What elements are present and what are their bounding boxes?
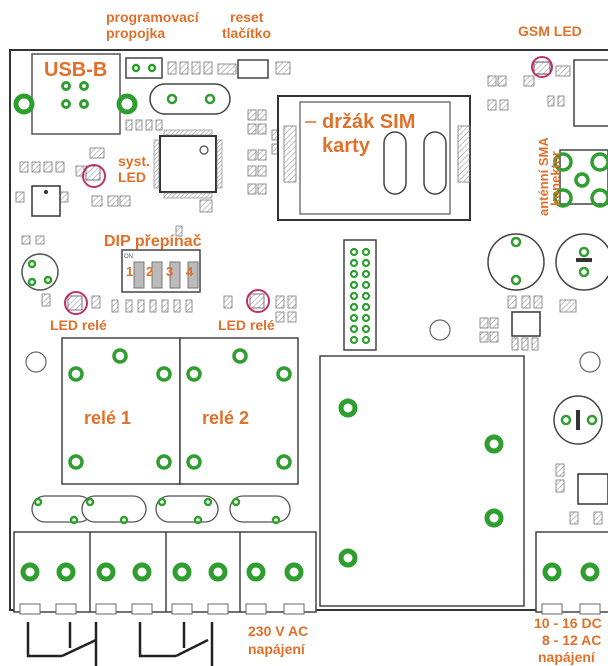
label-230v-ac: 230 V AC <box>248 623 308 639</box>
sim-card-holder <box>277 95 471 221</box>
label-dip-3: 3 <box>166 264 173 279</box>
label-dip-2: 2 <box>146 264 153 279</box>
label-dip-1: 1 <box>126 264 133 279</box>
header-pin <box>349 269 359 279</box>
terminal-pad <box>96 562 116 582</box>
varistors <box>31 495 291 525</box>
header-pin <box>349 280 359 290</box>
smd-components-left <box>15 109 297 323</box>
label-programovaci: programovací <box>106 9 200 25</box>
header-pin <box>349 313 359 323</box>
gsm-led <box>531 56 553 78</box>
relay-1 <box>61 337 181 485</box>
terminal-pad <box>284 562 304 582</box>
label-led-rele-2: LED relé <box>218 317 275 333</box>
relay-2 <box>179 337 299 485</box>
programming-jumper <box>125 57 163 79</box>
label-dip-4: 4 <box>186 264 194 279</box>
label-drzak-sim: držák SIM <box>322 111 415 133</box>
label-led-rele-1: LED relé <box>50 317 107 333</box>
small-ic-right <box>511 311 608 505</box>
header-pin <box>361 247 371 257</box>
microcontroller-chip <box>153 129 223 199</box>
header-pin <box>361 291 371 301</box>
label-dip-on: ON <box>124 254 133 260</box>
pin-header <box>343 239 377 351</box>
header-pin <box>349 247 359 257</box>
highlight-rings <box>64 164 270 315</box>
header-pin <box>361 324 371 334</box>
label-dip: DIP přepínač <box>104 233 202 250</box>
label-tlacitko: tlačítko <box>222 25 271 41</box>
label-reset: reset <box>230 9 264 25</box>
header-pin <box>349 324 359 334</box>
terminal-pad <box>132 562 152 582</box>
label-karty: karty <box>322 135 371 157</box>
reset-button <box>237 59 269 79</box>
relay-contact-symbols <box>26 622 214 666</box>
terminal-pad <box>20 562 40 582</box>
terminal-pad <box>56 562 76 582</box>
sma-antenna-connector <box>553 149 608 208</box>
header-pin <box>361 258 371 268</box>
label-usb-b: USB-B <box>44 59 107 81</box>
header-pin <box>361 269 371 279</box>
label-8-12-ac: 8 - 12 AC <box>542 632 601 648</box>
label-syst: syst. <box>118 153 150 169</box>
terminal-pad <box>208 562 228 582</box>
terminal-blocks <box>13 531 608 615</box>
small-ic-left <box>31 185 61 217</box>
terminal-pad <box>542 562 562 582</box>
usb-b-connector <box>13 53 138 135</box>
header-pin <box>361 280 371 290</box>
dip-switch <box>121 249 201 293</box>
ic-top-right <box>573 59 608 127</box>
label-gsm-led: GSM LED <box>518 23 582 39</box>
label-rele-2: relé 2 <box>202 408 249 428</box>
terminal-pad <box>580 562 600 582</box>
mounting-holes <box>25 319 601 373</box>
header-pin <box>349 335 359 345</box>
smd-components-top <box>125 61 291 131</box>
smd-components-right <box>479 65 603 525</box>
label-led: LED <box>118 169 146 185</box>
label-antenni-sma: anténní SMA <box>536 137 551 216</box>
header-pin <box>361 302 371 312</box>
header-pin <box>349 302 359 312</box>
header-pin <box>361 335 371 345</box>
label-propojka: propojka <box>106 25 165 41</box>
terminal-pad <box>172 562 192 582</box>
terminal-pad <box>246 562 266 582</box>
power-module <box>319 355 525 607</box>
header-pin <box>349 291 359 301</box>
header-pin <box>349 258 359 268</box>
label-napajeni-dc: napájení <box>538 649 596 665</box>
electrolytic-capacitors <box>487 233 608 445</box>
label-rele-1: relé 1 <box>84 408 131 428</box>
header-pin <box>361 313 371 323</box>
label-konektor: konektor <box>548 151 563 206</box>
crystal-oscillator <box>149 83 231 115</box>
label-10-16-dc: 10 - 16 DC <box>534 615 602 631</box>
label-napajeni-230: napájení <box>248 641 306 657</box>
transistor-left <box>21 253 59 291</box>
